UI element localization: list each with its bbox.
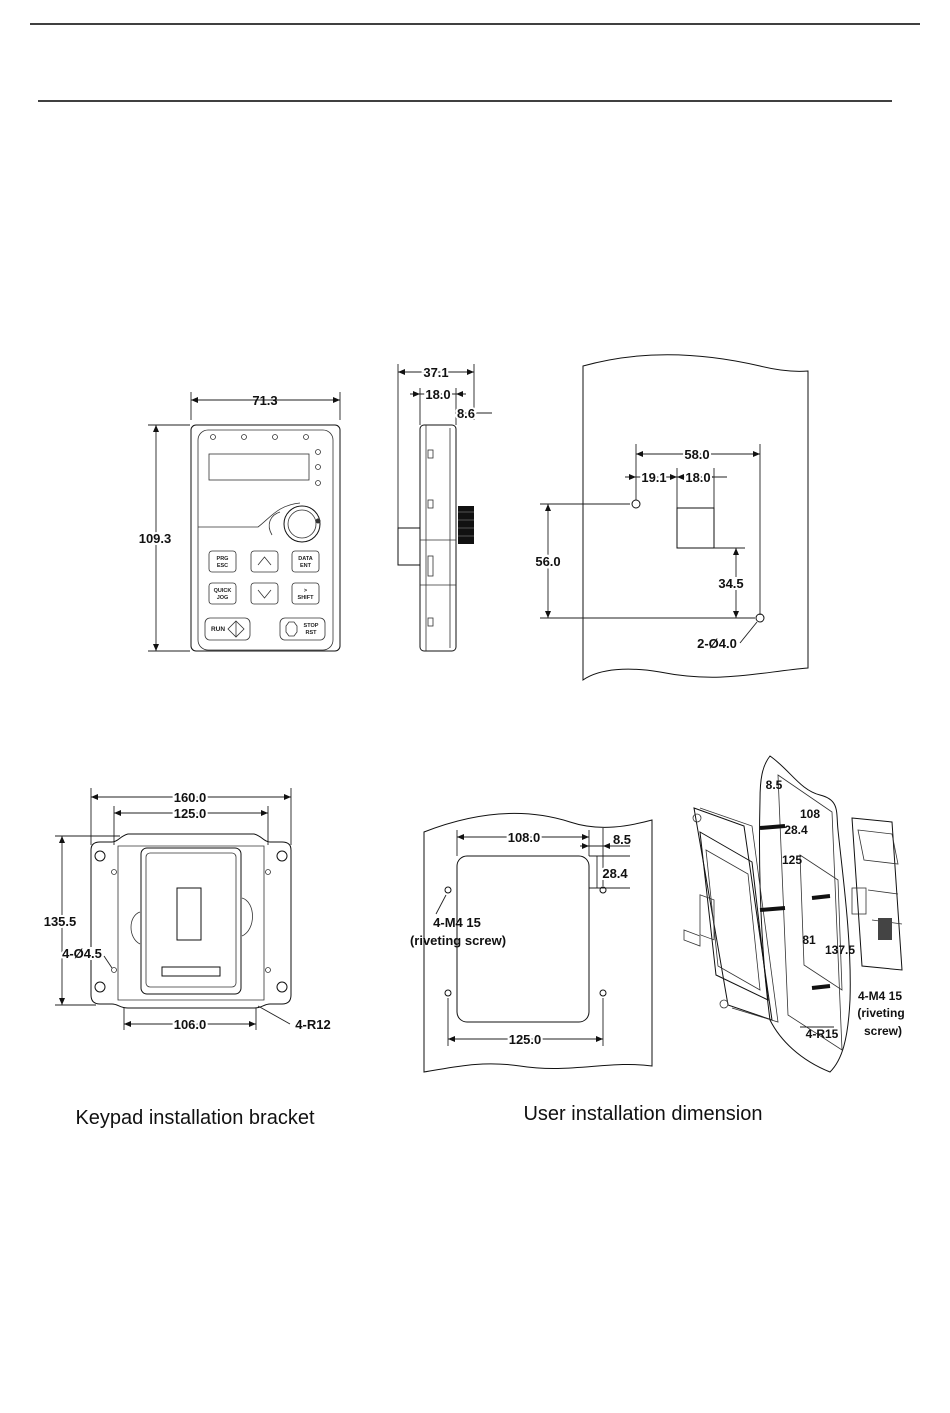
key-prg-esc: PRG ESC (208, 550, 237, 573)
mount-hole (631, 499, 641, 509)
iso-keypad (851, 817, 903, 971)
iso-dim-d: 125 (782, 853, 802, 867)
user-cutout (456, 855, 590, 1023)
dim-keypad-height: 109.3 (139, 531, 172, 546)
dim-user-offset-x: 8.5 (613, 832, 631, 847)
dim-user-pitch: 125.0 (509, 1032, 542, 1047)
key-down (250, 582, 279, 605)
dim-bracket-inner: 106.0 (174, 1017, 207, 1032)
key-stop-rst: STOP RST (279, 617, 326, 641)
caption-user-install: User installation dimension (523, 1103, 762, 1125)
svg-text:>: > (304, 588, 307, 594)
user-screw-note: (riveting screw) (410, 933, 506, 948)
dim-cutout-offset: 19.1 (641, 470, 666, 485)
dim-cutout-height: 56.0 (535, 554, 560, 569)
iso-dim-f: 137.5 (825, 943, 855, 957)
svg-text:JOG: JOG (217, 595, 229, 601)
iso-dim-radius: 4-R15 (806, 1027, 839, 1041)
key-up (250, 550, 279, 573)
iso-screw-note-2: screw) (864, 1024, 902, 1038)
dim-user-cutout: 108.0 (508, 830, 541, 845)
dim-bracket-height: 135.5 (44, 914, 77, 929)
user-screw-label: 4-M4 15 (433, 915, 481, 930)
user-install-view: 108.0 8.5 28.4 4-M4 15 (riveting screw) … (410, 812, 653, 1073)
display-window (208, 453, 310, 481)
iso-screw-note-1: (riveting (857, 1006, 904, 1020)
dim-side-knob: 8.6 (457, 406, 475, 421)
key-shift: > SHIFT (291, 582, 320, 605)
mount-hole (755, 613, 765, 623)
svg-text:RUN: RUN (211, 626, 225, 633)
dim-keypad-width: 71.3 (252, 393, 277, 408)
cutout-square (676, 507, 715, 549)
dim-bracket-pitch: 125.0 (174, 806, 207, 821)
keypad-side-view: 37.1 18.0 8.6 (397, 363, 492, 652)
dim-cutout-holes: 2-Ø4.0 (697, 636, 737, 651)
caption-bracket: Keypad installation bracket (75, 1107, 314, 1129)
svg-text:ESC: ESC (217, 563, 228, 569)
iso-screw-label: 4-M4 15 (858, 989, 902, 1003)
svg-text:RST: RST (306, 630, 318, 636)
svg-text:STOP: STOP (304, 623, 319, 629)
knob (283, 505, 321, 543)
isometric-view: 8.5 108 28.4 125 81 137.5 4-M4 15 (rivet… (683, 755, 905, 1073)
svg-text:DATA: DATA (298, 556, 312, 562)
key-run: RUN (204, 617, 251, 641)
dim-user-offset-y: 28.4 (602, 866, 628, 881)
svg-text:ENT: ENT (300, 563, 312, 569)
dim-side-body: 18.0 (425, 387, 450, 402)
iso-dim-a: 8.5 (766, 778, 783, 792)
dim-bracket-holes: 4-Ø4.5 (62, 946, 102, 961)
dim-cutout-lower: 34.5 (718, 576, 743, 591)
key-data-ent: DATA ENT (291, 550, 320, 573)
svg-text:SHIFT: SHIFT (298, 595, 315, 601)
dim-cutout-square: 18.0 (685, 470, 710, 485)
keypad-front-view: 71.3 109.3 PRG ESC (137, 392, 341, 652)
svg-text:QUICK: QUICK (214, 588, 232, 594)
dim-side-depth: 37.1 (423, 365, 448, 380)
key-quick-jog: QUICK JOG (208, 582, 237, 605)
iso-dim-b: 108 (800, 807, 820, 821)
iso-dim-c: 28.4 (784, 823, 808, 837)
panel-cutout-view: 58.0 19.1 18.0 56.0 34.5 2-Ø4.0 (533, 354, 809, 681)
bracket-view: 160.0 125.0 135.5 4-Ø4.5 (42, 788, 331, 1034)
dim-cutout-span: 58.0 (684, 447, 709, 462)
iso-dim-e: 81 (802, 933, 816, 947)
bracket-keypad (140, 847, 242, 995)
knob-profile (458, 506, 474, 544)
dim-bracket-radius: 4-R12 (295, 1017, 330, 1032)
dim-bracket-outer: 160.0 (174, 790, 207, 805)
svg-text:PRG: PRG (217, 556, 229, 562)
